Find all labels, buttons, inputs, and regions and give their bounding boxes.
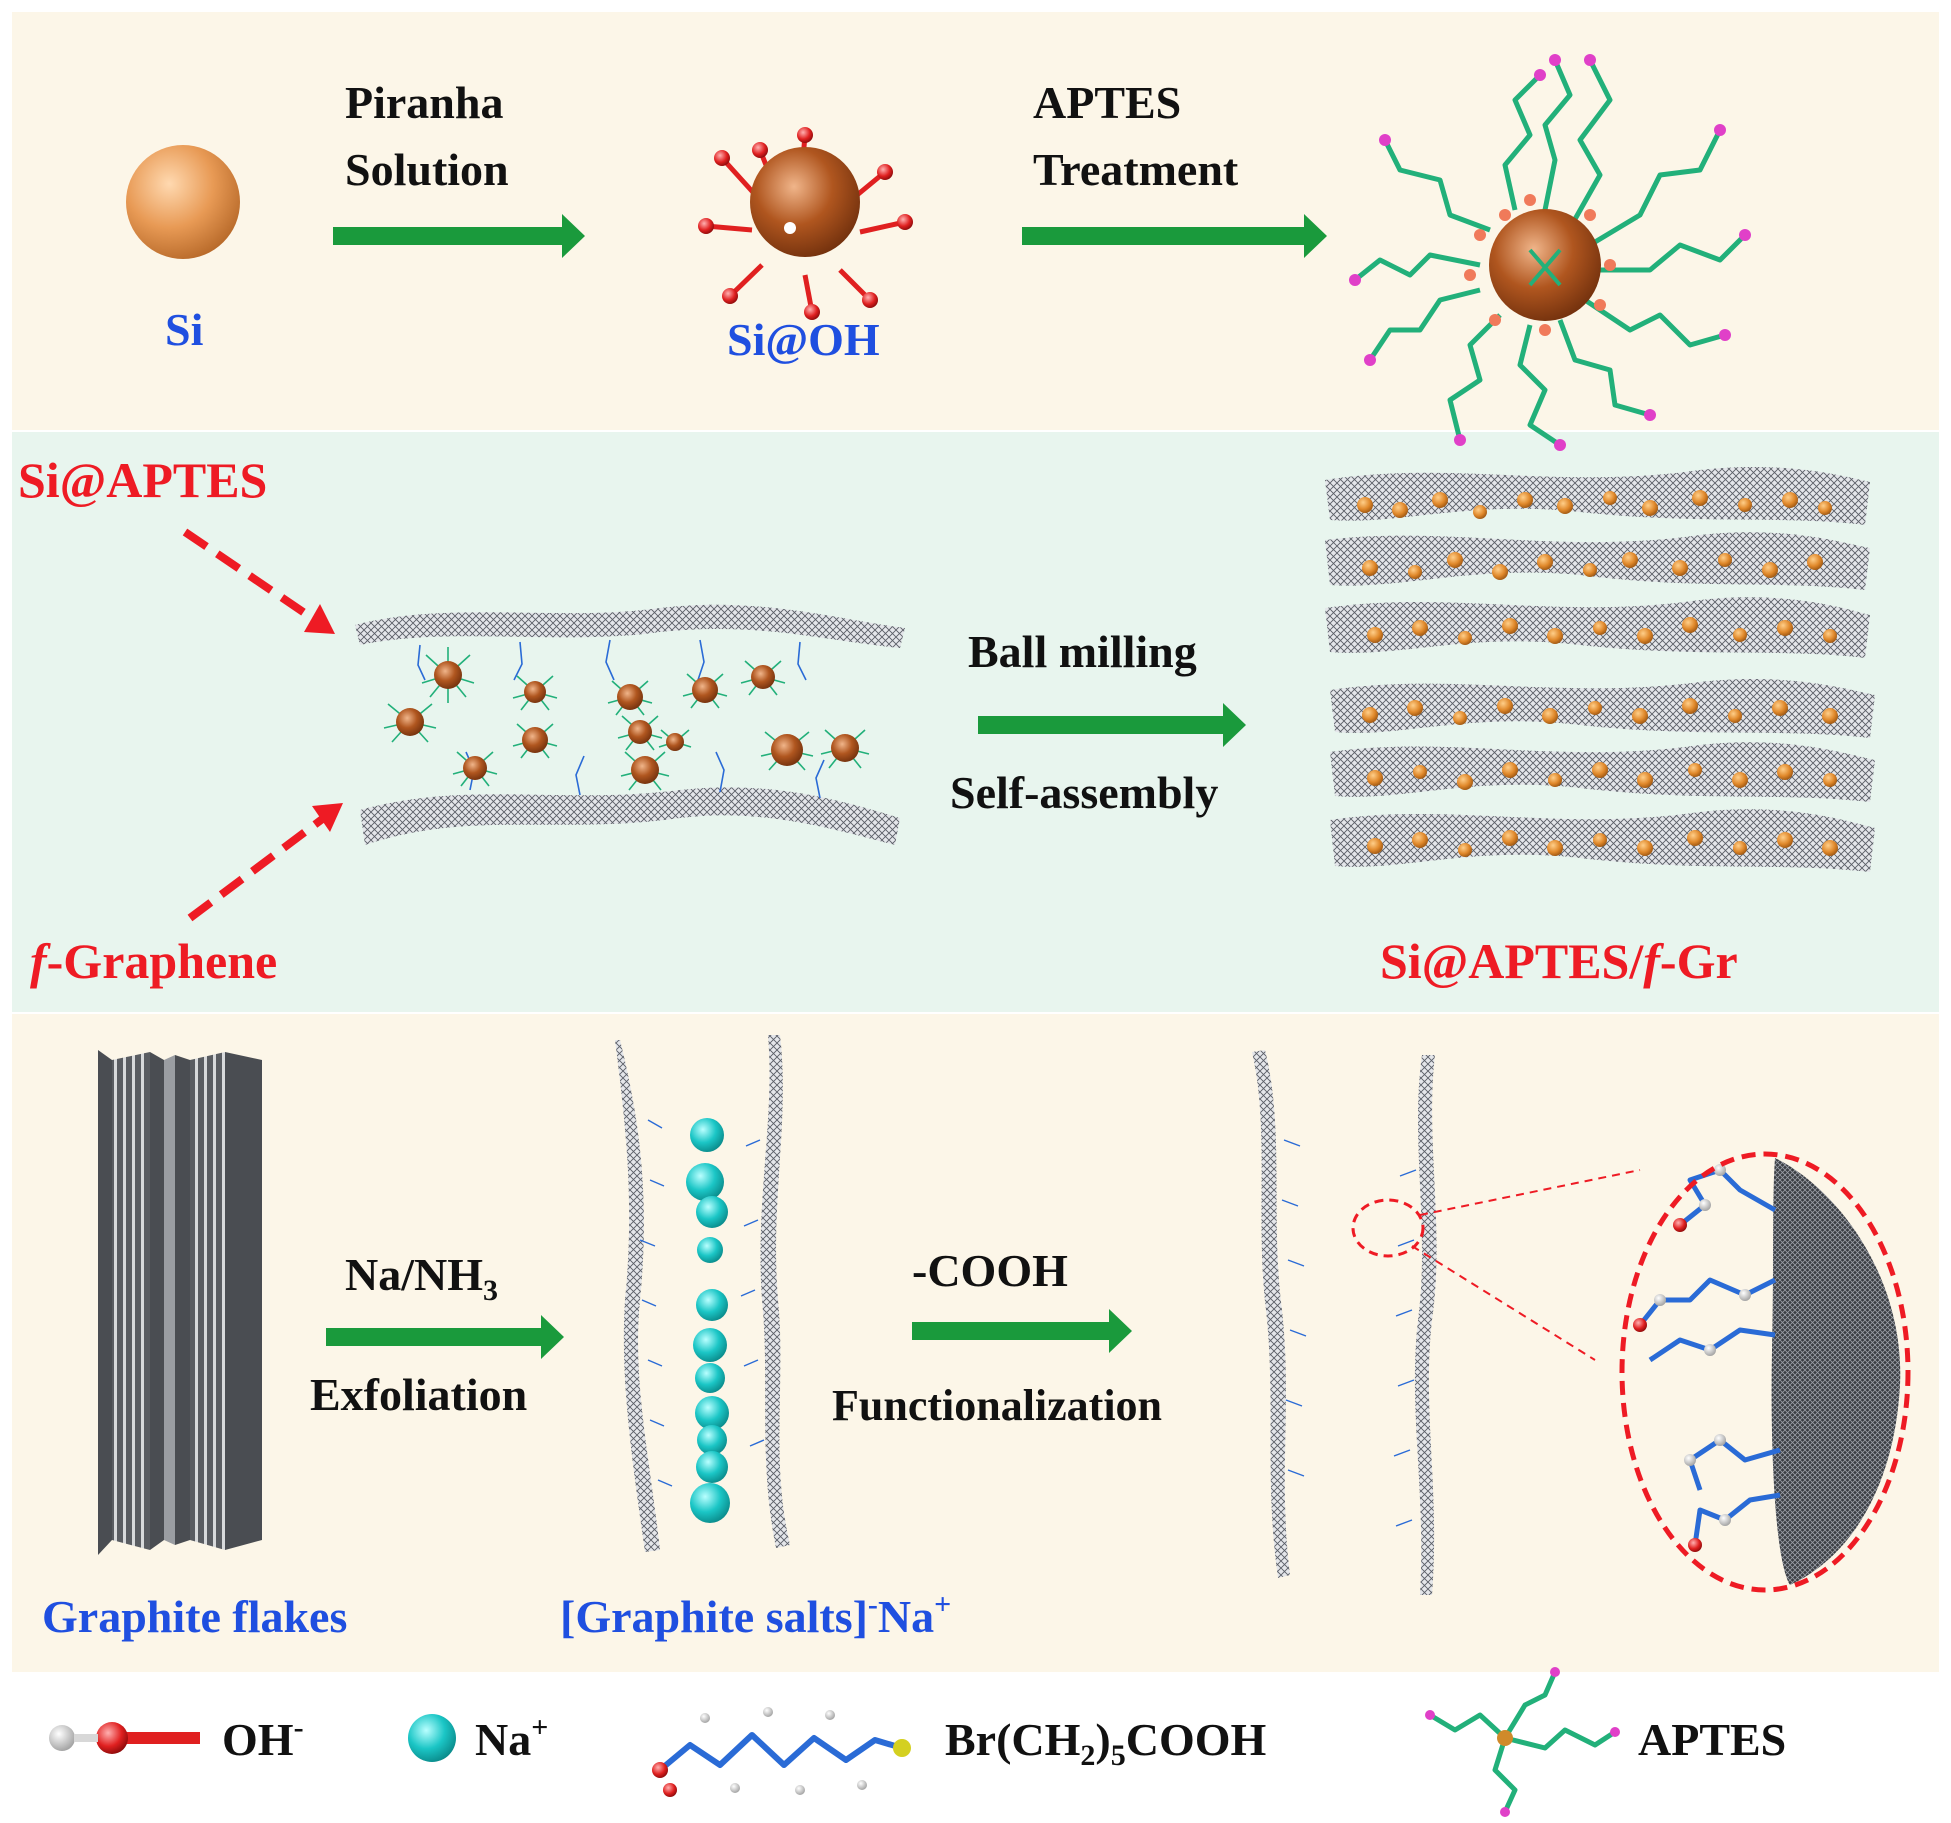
functionalization-label: Functionalization <box>832 1381 1162 1430</box>
legend-oh-icon <box>49 1722 200 1754</box>
exfoliation-label: Exfoliation <box>310 1369 527 1420</box>
graphene-composite-icon <box>355 604 905 845</box>
graphite-salts-icon <box>615 1035 790 1552</box>
zoom-inset <box>1619 1151 1911 1593</box>
legend-bromohexanoic-acid-icon <box>652 1707 911 1797</box>
si-aptes-input-label: Si@APTES <box>18 452 267 508</box>
graphite-flakes-icon <box>98 1050 262 1555</box>
piranha-label-line1: Piranha <box>345 77 503 128</box>
aptes-treatment-label-line2: Treatment <box>1033 144 1239 195</box>
si-particle-icon <box>126 145 240 259</box>
arrow-ball-milling-icon <box>978 703 1246 747</box>
graphite-flakes-label: Graphite flakes <box>42 1591 347 1642</box>
panel-bottom-background <box>12 1014 1939 1672</box>
composite-si-particles <box>383 647 870 791</box>
legend-na-icon <box>408 1714 456 1762</box>
layered-composite-icon <box>1325 467 1875 872</box>
arrow-piranha-icon <box>333 214 585 258</box>
legend: OH- Na+ Br(CH2)5COOH APTES <box>49 1667 1786 1817</box>
cooh-label: -COOH <box>912 1245 1068 1296</box>
legend-na-label: Na+ <box>475 1711 548 1765</box>
functionalized-graphene-icon <box>1252 1050 1437 1595</box>
legend-bromohexanoic-acid-label: Br(CH2)5COOH <box>945 1714 1267 1772</box>
graphite-salts-label: [Graphite salts]-Na+ <box>560 1588 951 1642</box>
si-oh-particle-icon <box>698 127 913 320</box>
self-assembly-label: Self-assembly <box>950 767 1218 818</box>
arrow-exfoliation-icon <box>326 1315 564 1359</box>
legend-aptes-icon <box>1425 1667 1620 1817</box>
product-label: Si@APTES/f-Gr <box>1380 933 1738 989</box>
piranha-label-line2: Solution <box>345 144 509 195</box>
legend-oh-label: OH- <box>222 1711 304 1765</box>
si-label: Si <box>165 304 204 355</box>
ball-milling-label: Ball milling <box>968 626 1197 677</box>
aptes-treatment-label-line1: APTES <box>1033 77 1181 128</box>
arrow-si-aptes-to-composite-icon <box>182 528 335 634</box>
arrow-aptes-icon <box>1022 214 1327 258</box>
arrow-f-graphene-to-composite-icon <box>187 803 343 922</box>
f-graphene-input-label: f-Graphene <box>30 933 277 989</box>
zoom-source-circle <box>1351 1198 1425 1258</box>
si-aptes-particle-icon <box>1349 54 1751 451</box>
panel-top-background <box>12 12 1939 430</box>
zoom-connector-lines <box>1411 1169 1641 1361</box>
arrow-functionalization-icon <box>912 1309 1132 1353</box>
na-nh3-label: Na/NH3 <box>345 1249 498 1307</box>
si-oh-label: Si@OH <box>727 314 880 365</box>
legend-aptes-label: APTES <box>1638 1714 1786 1765</box>
